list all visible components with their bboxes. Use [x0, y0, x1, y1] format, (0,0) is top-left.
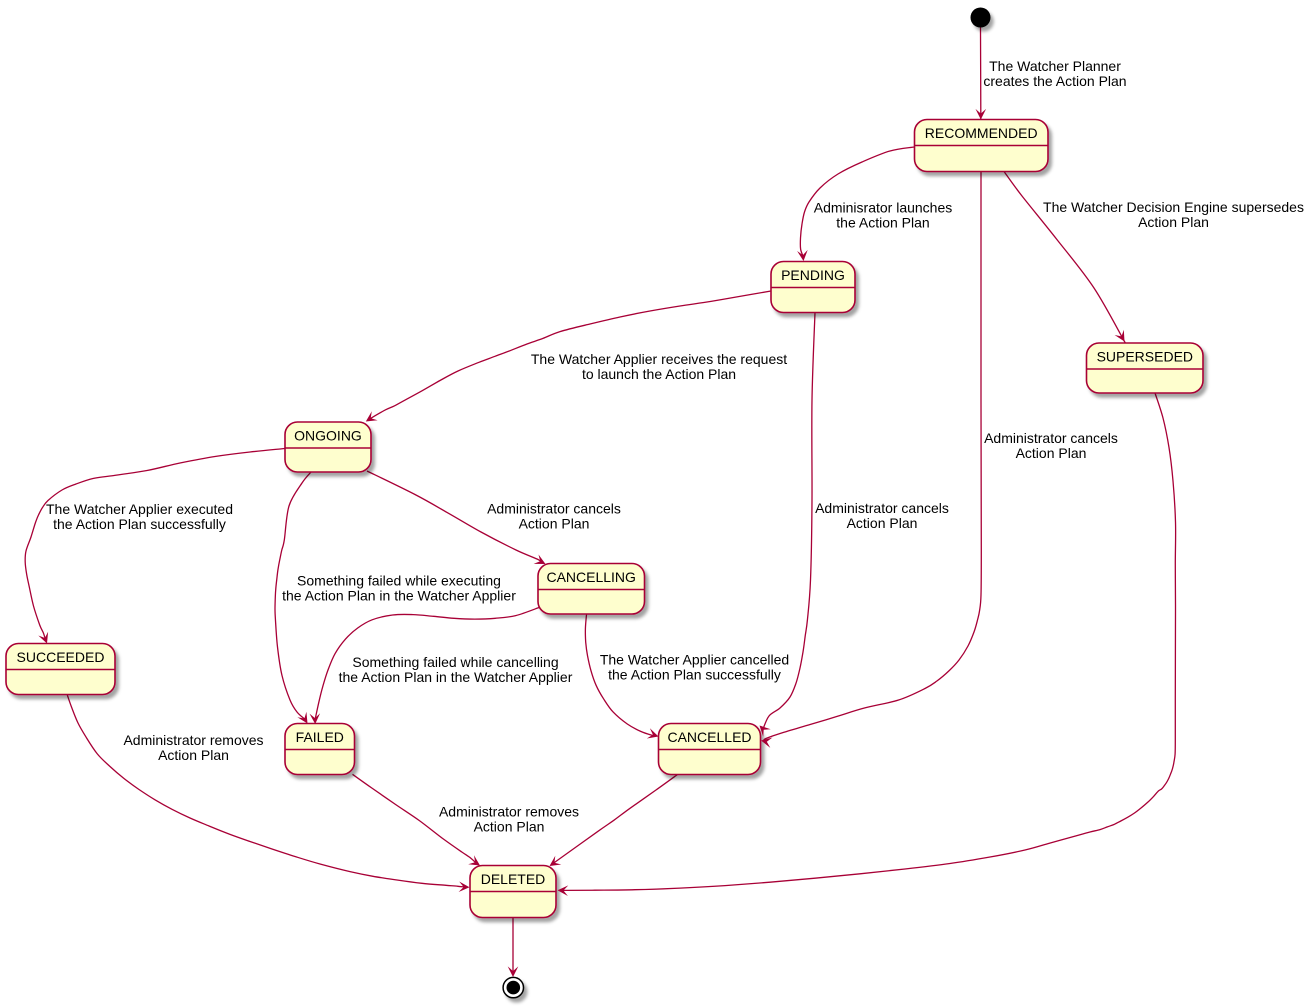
svg-text:The Watcher Applier executed: The Watcher Applier executed [46, 501, 233, 517]
svg-text:the Action Plan: the Action Plan [836, 215, 929, 231]
svg-text:PENDING: PENDING [781, 267, 845, 283]
svg-text:SUCCEEDED: SUCCEEDED [17, 649, 105, 665]
svg-text:The Watcher Applier cancelled: The Watcher Applier cancelled [600, 652, 789, 668]
svg-text:The Watcher Applier receives t: The Watcher Applier receives the request [531, 351, 787, 367]
svg-text:Administrator removes: Administrator removes [123, 732, 263, 748]
svg-text:Adminisrator launches: Adminisrator launches [814, 200, 953, 216]
svg-text:the Action Plan in the Watcher: the Action Plan in the Watcher Applier [282, 588, 516, 604]
svg-text:Action Plan: Action Plan [847, 515, 918, 531]
svg-text:Action Plan: Action Plan [1016, 445, 1087, 461]
svg-text:CANCELLING: CANCELLING [546, 569, 635, 585]
svg-text:FAILED: FAILED [296, 729, 344, 745]
svg-text:The Watcher Planner: The Watcher Planner [989, 58, 1121, 74]
svg-text:the Action Plan in the Watcher: the Action Plan in the Watcher Applier [339, 669, 573, 685]
svg-text:DELETED: DELETED [481, 871, 546, 887]
svg-text:Action Plan: Action Plan [474, 819, 545, 835]
svg-text:Administrator cancels: Administrator cancels [487, 501, 621, 517]
svg-text:Something failed while executi: Something failed while executing [297, 573, 501, 589]
svg-text:Action Plan: Action Plan [158, 747, 229, 763]
svg-text:SUPERSEDED: SUPERSEDED [1097, 349, 1193, 365]
svg-text:Administrator removes: Administrator removes [439, 804, 579, 820]
svg-text:Administrator cancels: Administrator cancels [984, 430, 1118, 446]
svg-text:ONGOING: ONGOING [294, 428, 362, 444]
svg-text:creates the Action Plan: creates the Action Plan [983, 73, 1126, 89]
svg-text:RECOMMENDED: RECOMMENDED [925, 125, 1038, 141]
svg-text:the Action Plan successfully: the Action Plan successfully [53, 516, 226, 532]
svg-text:The Watcher Decision Engine su: The Watcher Decision Engine supersedes [1043, 199, 1304, 215]
svg-text:to launch the Action Plan: to launch the Action Plan [582, 366, 736, 382]
svg-text:the Action Plan successfully: the Action Plan successfully [608, 667, 781, 683]
svg-text:Action Plan: Action Plan [1138, 214, 1209, 230]
svg-text:CANCELLED: CANCELLED [667, 729, 751, 745]
svg-text:Something failed while cancell: Something failed while cancelling [352, 654, 558, 670]
svg-text:Administrator cancels: Administrator cancels [815, 500, 949, 516]
svg-text:Action Plan: Action Plan [519, 516, 590, 532]
